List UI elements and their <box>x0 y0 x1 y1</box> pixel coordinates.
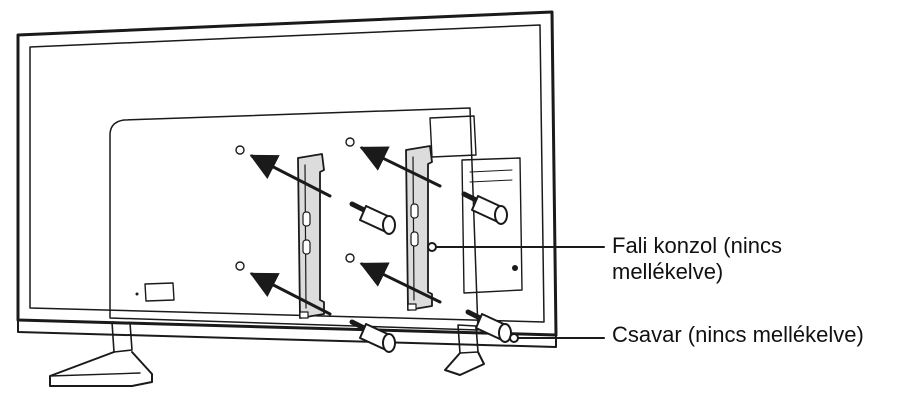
screw <box>349 201 396 235</box>
tv-stand-left <box>49 321 153 387</box>
wall-bracket-right <box>405 145 433 311</box>
vesa-mounting-holes <box>235 137 355 271</box>
screw <box>349 319 396 353</box>
screw-label: Csavar (nincs mellékelve) <box>612 322 864 347</box>
screw-callout: Csavar (nincs mellékelve) <box>612 322 898 348</box>
tv-frame <box>16 10 558 348</box>
wall-bracket-label-line2: mellékelve) <box>612 259 724 284</box>
screw <box>461 191 508 225</box>
wall-bracket-label-line1: Fali konzol (nincs <box>612 233 782 258</box>
tv-stand-right <box>444 324 485 376</box>
insertion-arrows <box>249 146 442 316</box>
screw <box>465 309 512 343</box>
wall-bracket-callout: Fali konzol (nincs mellékelve) <box>612 233 892 285</box>
leader-lines <box>427 242 605 343</box>
wall-bracket-left <box>297 153 325 319</box>
